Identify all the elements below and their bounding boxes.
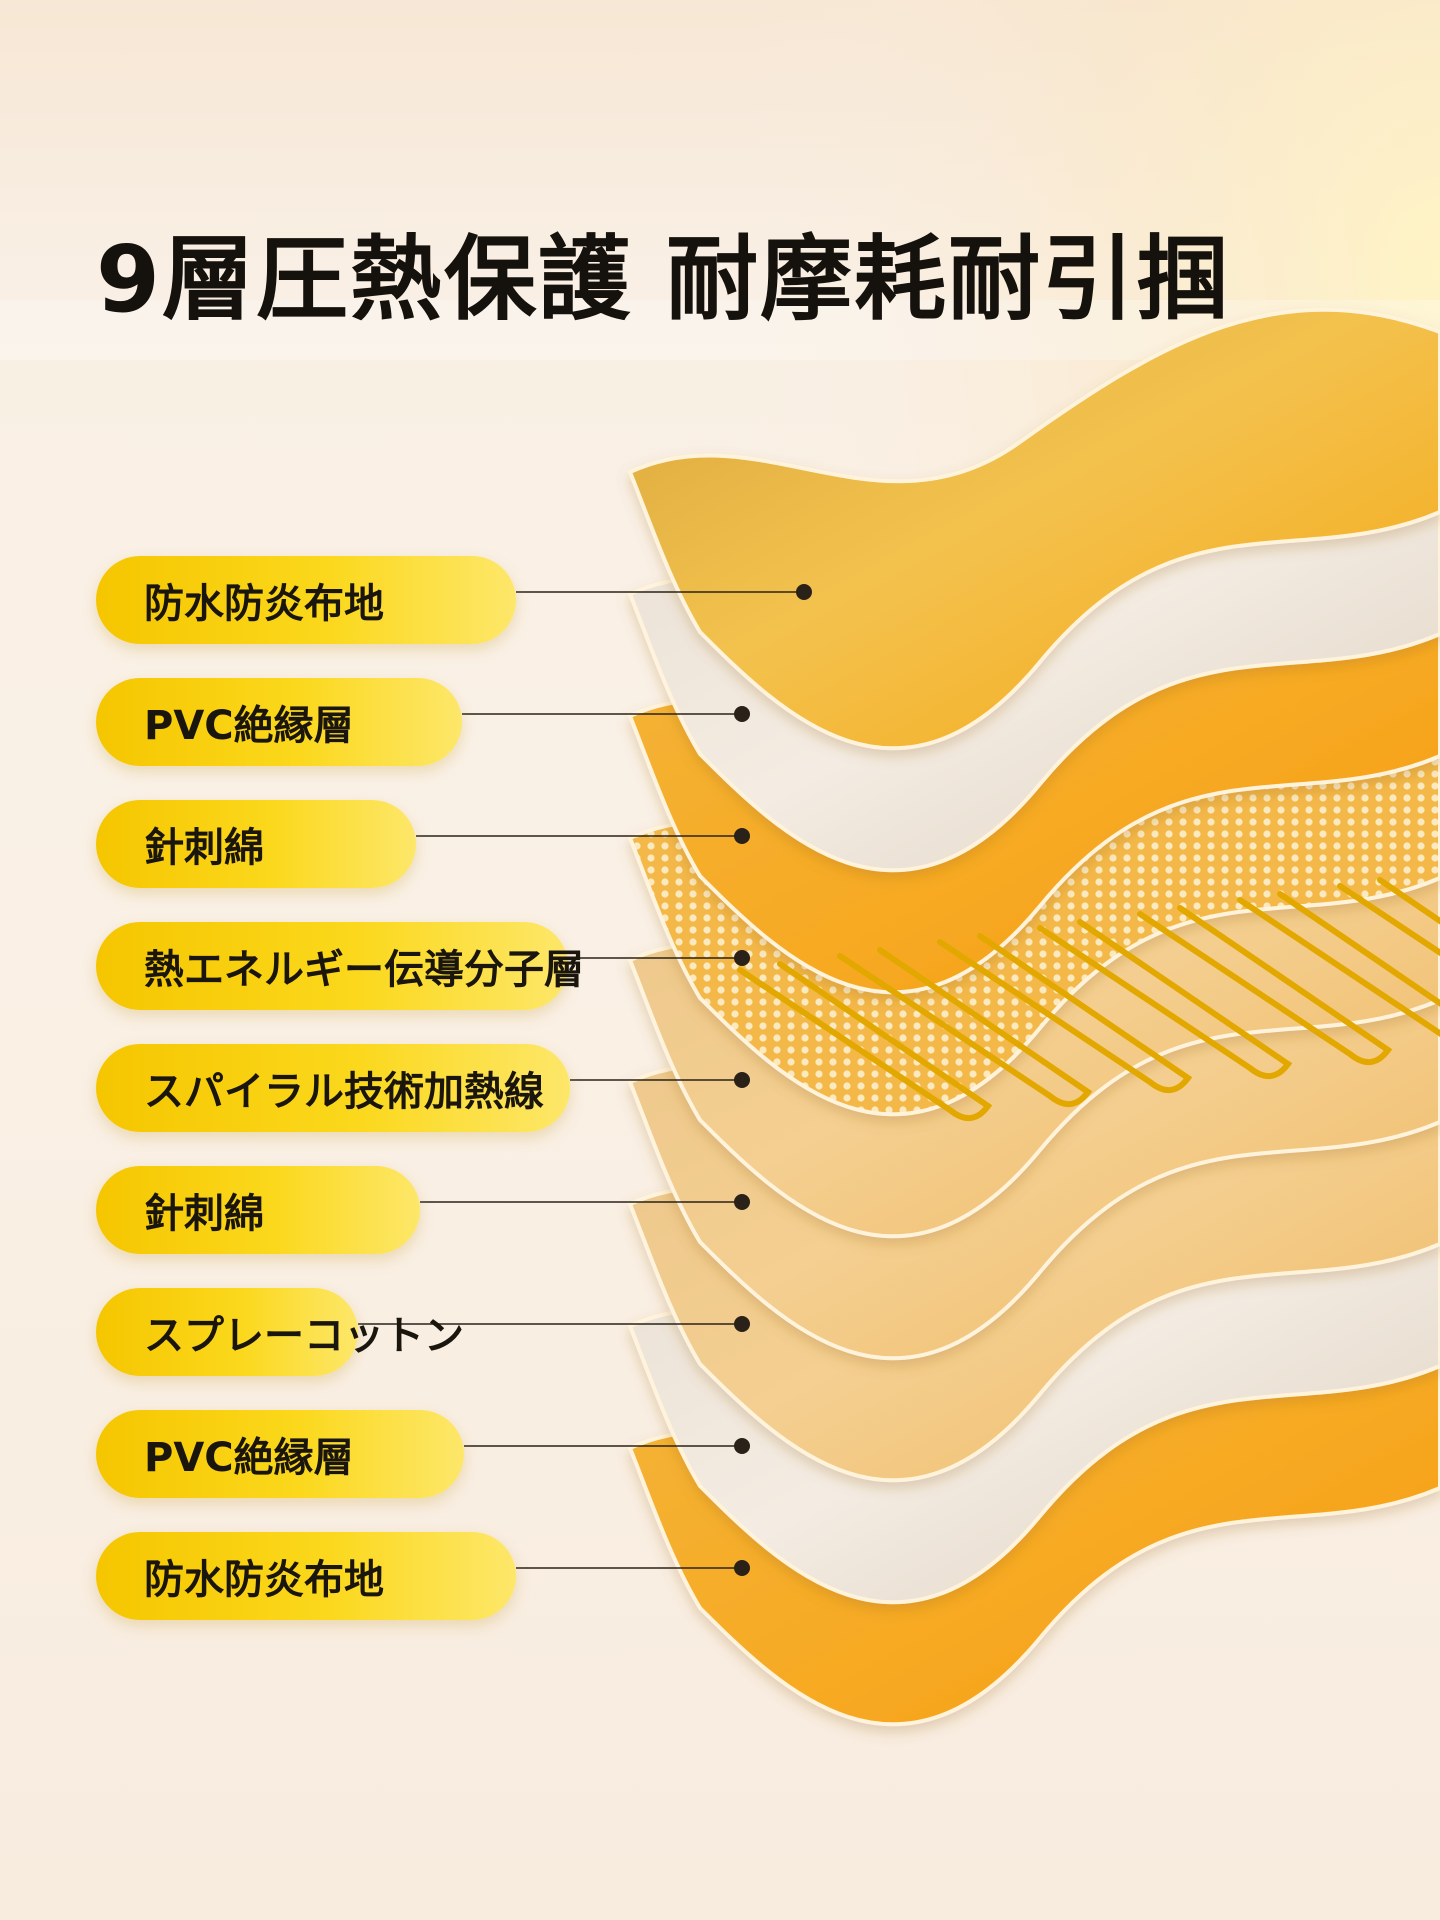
layer-label-text: 針刺綿: [144, 1191, 264, 1237]
layer-label-text: 熱エネルギー伝導分子層: [144, 947, 584, 993]
layer-label-text: PVC絶縁層: [144, 703, 354, 749]
connector-dot: [734, 1438, 750, 1454]
layer-label: 針刺綿: [96, 1166, 420, 1254]
layer-label-text: 防水防炎布地: [144, 1557, 384, 1603]
layer-label-text: 防水防炎布地: [144, 581, 384, 627]
connector-dot: [796, 584, 812, 600]
connector-dot: [734, 1560, 750, 1576]
layer-label-text: 針刺綿: [144, 825, 264, 871]
layer-label: 防水防炎布地: [96, 1532, 516, 1620]
layer-label: スプレーコットン: [96, 1288, 464, 1376]
connector-dot: [734, 1194, 750, 1210]
connector-dot: [734, 1316, 750, 1332]
heating-wire-loop: [1137, 905, 1393, 1065]
layer-label: スパイラル技術加熱線: [96, 1044, 570, 1132]
heating-wire-loop: [737, 961, 993, 1121]
connector-dot: [734, 706, 750, 722]
headline: 9層圧熱保護 耐摩耗耐引掴: [96, 226, 1231, 333]
connector-dot: [734, 950, 750, 966]
connector-dot: [734, 828, 750, 844]
heating-wire-loop: [937, 933, 1193, 1093]
connector-dot: [734, 1072, 750, 1088]
layer-label: 針刺綿: [96, 800, 416, 888]
layer-label-text: スパイラル技術加熱線: [144, 1069, 544, 1115]
heating-wire-loop: [837, 947, 1093, 1107]
layer-label: PVC絶縁層: [96, 1410, 464, 1498]
layer-label: 防水防炎布地: [96, 556, 516, 644]
layer-label-text: PVC絶縁層: [144, 1435, 354, 1481]
layer-label-text: スプレーコットン: [144, 1313, 464, 1359]
layer-label: PVC絶縁層: [96, 678, 462, 766]
layer-sheet: [627, 307, 1440, 751]
layer-label: 熱エネルギー伝導分子層: [96, 922, 584, 1010]
heating-wire-loop: [1037, 919, 1293, 1079]
